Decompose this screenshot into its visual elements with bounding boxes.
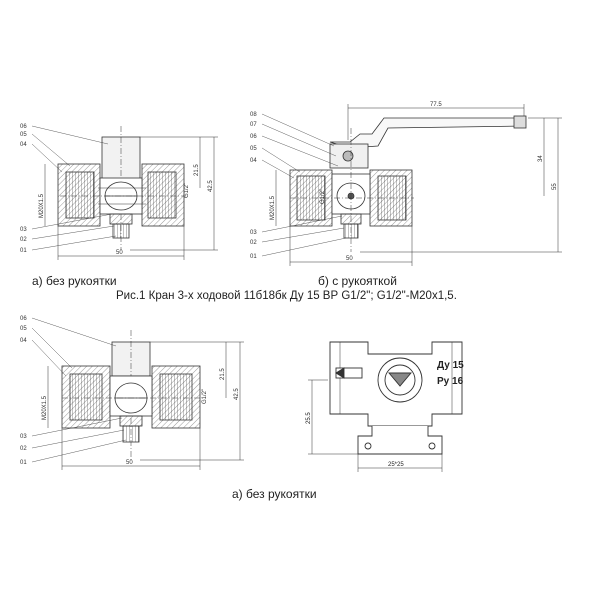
callout-05: 05 [20,132,27,138]
callout-01: 01 [20,248,27,254]
dim-width: 50 [126,460,133,466]
top-view [308,341,463,472]
caption-view-a-bottom: а) без рукоятки [232,487,317,501]
callout-02: 02 [20,446,27,452]
caption-view-a-top: а) без рукоятки [32,274,117,288]
label-nominal-diameter: Ду 15 [437,360,464,371]
callout-01: 01 [20,460,27,466]
callout-03: 03 [250,230,257,236]
callout-04: 04 [20,142,27,148]
callout-05: 05 [20,326,27,332]
dim-pipe: G1/2" [320,189,326,204]
dim-pipe: G1/2" [184,183,190,198]
caption-view-b: б) с рукояткой [318,274,397,288]
dim-height-upper: 21.5 [194,164,200,176]
label-nominal-pressure: Ру 16 [437,376,464,387]
top-view-labels: Ду 15 Ру 16 25.5 25*25 [306,360,464,468]
dim-height-upper: 21.5 [220,368,226,380]
callout-02: 02 [250,240,257,246]
dim-width: 50 [346,256,353,262]
callout-04: 04 [250,158,257,164]
callout-06: 06 [20,124,27,130]
dim-height: 25.5 [306,412,312,424]
callout-03: 03 [20,227,27,233]
view-b-labels: 08 07 06 05 04 03 02 01 77.5 50 34 55 M2… [250,102,558,262]
dim-pipe: G1/2" [202,389,208,404]
dim-handle-length: 77.5 [430,102,442,108]
callout-01: 01 [250,254,257,260]
dim-height-total: 42.5 [234,388,240,400]
callout-06: 06 [20,316,27,322]
view-a-top [31,125,218,260]
dim-height-total: 42.5 [208,180,214,192]
callout-05: 05 [250,146,257,152]
callout-08: 08 [250,112,257,118]
view-a-bottom [31,317,244,470]
view-a-top-labels: 06 05 04 03 02 01 50 21.5 42.5 M20X1.5 G… [20,124,214,256]
callout-04: 04 [20,338,27,344]
dim-thread: M20X1.5 [42,395,48,420]
dim-thread: M20X1.5 [39,193,45,218]
dim-height-handle: 34 [538,155,544,162]
view-a-bottom-labels: 06 05 04 03 02 01 50 21.5 42.5 M20X1.5 G… [20,316,240,466]
callout-07: 07 [250,122,257,128]
callout-03: 03 [20,434,27,440]
callout-06: 06 [250,134,257,140]
figure-caption: Рис.1 Кран 3-х ходовой 11б18бк Ду 15 ВР … [116,290,457,302]
dim-base: 25*25 [388,462,404,468]
dim-width: 50 [116,250,123,256]
callout-02: 02 [20,237,27,243]
dim-thread: M20X1.5 [270,195,276,220]
view-b [261,104,562,266]
dim-height-total: 55 [552,183,558,190]
